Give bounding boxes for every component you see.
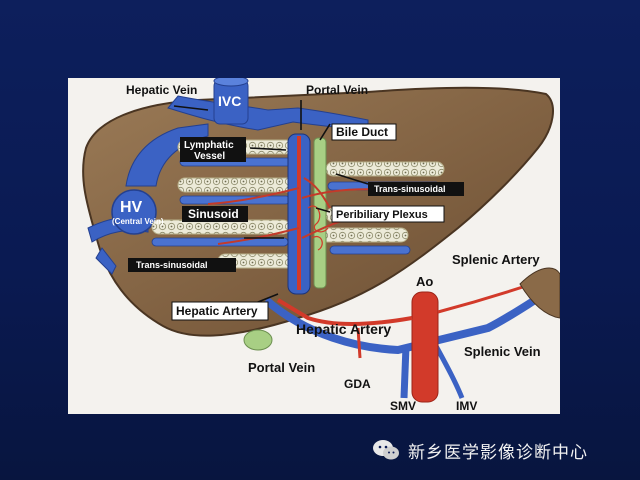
- hepatic-artery-box: [171, 301, 269, 321]
- hepatic-artery-main: [276, 298, 413, 327]
- portal-vein-main: [263, 288, 551, 355]
- label-gda: GDA: [344, 377, 371, 391]
- sinusoid-channels: [151, 157, 441, 255]
- label-hepatic-artery-box: Hepatic Artery: [176, 304, 258, 318]
- label-bile-duct: Bile Duct: [336, 125, 388, 139]
- gda-vessel: [356, 327, 362, 359]
- label-portal-vein-top: Portal Vein: [306, 83, 368, 97]
- label-splenic-artery: Splenic Artery: [452, 252, 540, 267]
- label-splenic-vein: Splenic Vein: [464, 344, 541, 359]
- ivc-top: [213, 78, 249, 87]
- label-hepatic-vein: Hepatic Vein: [126, 83, 197, 97]
- spleen: [519, 267, 560, 319]
- label-ivc: IVC: [218, 93, 241, 109]
- label-lymphatic-1: Lymphatic: [184, 140, 234, 151]
- label-lymphatic-2: Vessel: [194, 151, 225, 162]
- label-hv: HV: [120, 199, 143, 216]
- label-trans-sinusoidal-right: Trans-sinusoidal: [374, 184, 446, 194]
- gallbladder: [243, 329, 273, 351]
- label-peribiliary-plexus: Peribiliary Plexus: [336, 209, 428, 221]
- central-vein: [111, 189, 157, 235]
- diagram-panel: Hepatic Vein IVC Portal Vein Bile Duct L…: [68, 78, 560, 414]
- label-sinusoid: Sinusoid: [188, 207, 239, 221]
- label-smv: SMV: [390, 399, 416, 413]
- hepatic-vein-system: [87, 79, 369, 275]
- watermark: 新乡医学影像诊断中心: [372, 436, 588, 464]
- smv-vessel: [400, 345, 410, 399]
- label-trans-sinusoidal-left: Trans-sinusoidal: [136, 260, 208, 270]
- sinusoid-box: [182, 206, 248, 222]
- trans-sinusoidal-left-box: [128, 258, 236, 272]
- wechat-icon: [373, 440, 399, 460]
- peribiliary-plexus: [307, 205, 329, 251]
- trans-sinusoidal-right-box: [368, 182, 464, 196]
- label-imv: IMV: [456, 399, 477, 413]
- peribiliary-plexus-box: [331, 205, 445, 223]
- label-portal-vein-lower: Portal Vein: [248, 360, 315, 375]
- liver-vascular-diagram: Hepatic Vein IVC Portal Vein Bile Duct L…: [82, 78, 560, 413]
- bile-duct-box: [331, 123, 397, 141]
- aorta: [411, 291, 439, 403]
- lymphatic-vessel-box: [180, 137, 246, 162]
- imv-vessel: [433, 344, 465, 399]
- label-hepatic-artery-lower: Hepatic Artery: [296, 321, 391, 337]
- watermark-text: 新乡医学影像诊断中心: [408, 442, 588, 463]
- label-ao: Ao: [416, 274, 433, 289]
- label-central-vein: (Central Vein): [112, 217, 164, 226]
